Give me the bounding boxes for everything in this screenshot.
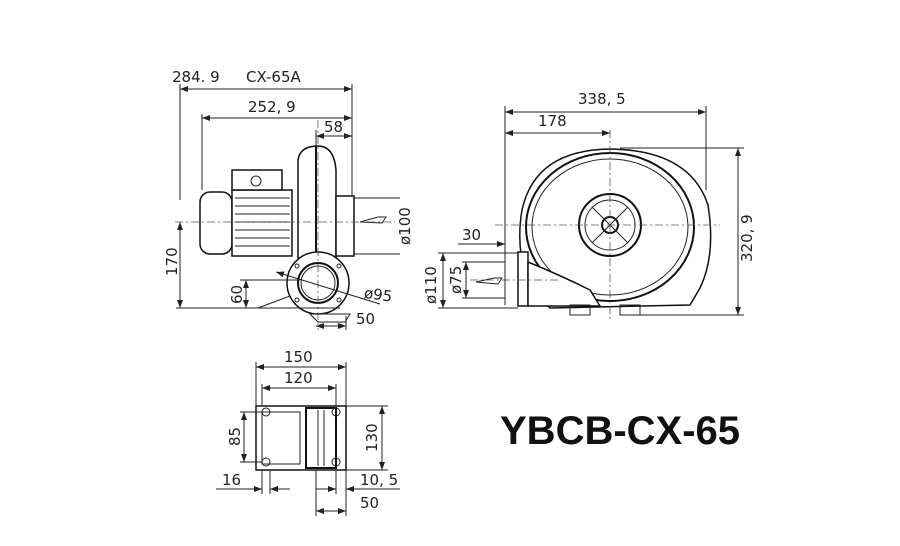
dim-outlet-diameter: ø100 [396, 207, 414, 245]
motor-end-cap [199, 191, 233, 255]
dim-inlet-height: 60 [228, 285, 246, 304]
dim-depth: 130 [363, 423, 381, 452]
dim-hole-spacing-y: 85 [226, 427, 244, 446]
outlet-tube [335, 195, 355, 257]
dim-length: 252, 9 [248, 98, 296, 116]
dim-flange-diameter: ø110 [422, 266, 440, 304]
dim-overall-width: 150 [284, 348, 313, 366]
dim-overall-length: 284. 9 [172, 68, 220, 86]
base-view: 150 120 85 130 16 10, 5 50 [216, 348, 400, 516]
terminal-box [231, 169, 283, 191]
model-title: YBCB-CX-65 [500, 409, 740, 453]
dim-housing-width: 58 [324, 118, 343, 136]
dim-hole-spacing-x: 120 [284, 369, 313, 387]
front-view: 338, 5 178 320, 9 30 ø110 ø75 [422, 90, 756, 320]
volute-housing [519, 148, 712, 309]
base-plate [255, 405, 347, 471]
model-label: CX-65A [246, 68, 302, 86]
dim-inlet-diameter: ø95 [363, 284, 393, 306]
dim-outlet-diameter-front: ø75 [447, 266, 465, 294]
side-view: 284. 9 CX-65A 252, 9 58 170 60 50 ø95 ø1… [163, 68, 414, 330]
dim-slot-width: 10, 5 [360, 471, 398, 489]
motor-body [231, 189, 293, 257]
dim-flange-offset: 30 [462, 226, 481, 244]
outlet-flange [517, 251, 529, 307]
dim-center-offset: 178 [538, 112, 567, 130]
dim-base-offset: 50 [356, 310, 375, 328]
dim-foot-width: 50 [360, 494, 379, 512]
dim-slot-offset: 16 [222, 471, 241, 489]
dim-center-height: 170 [163, 247, 181, 276]
dim-height: 320, 9 [738, 214, 756, 262]
dim-width: 338, 5 [578, 90, 626, 108]
